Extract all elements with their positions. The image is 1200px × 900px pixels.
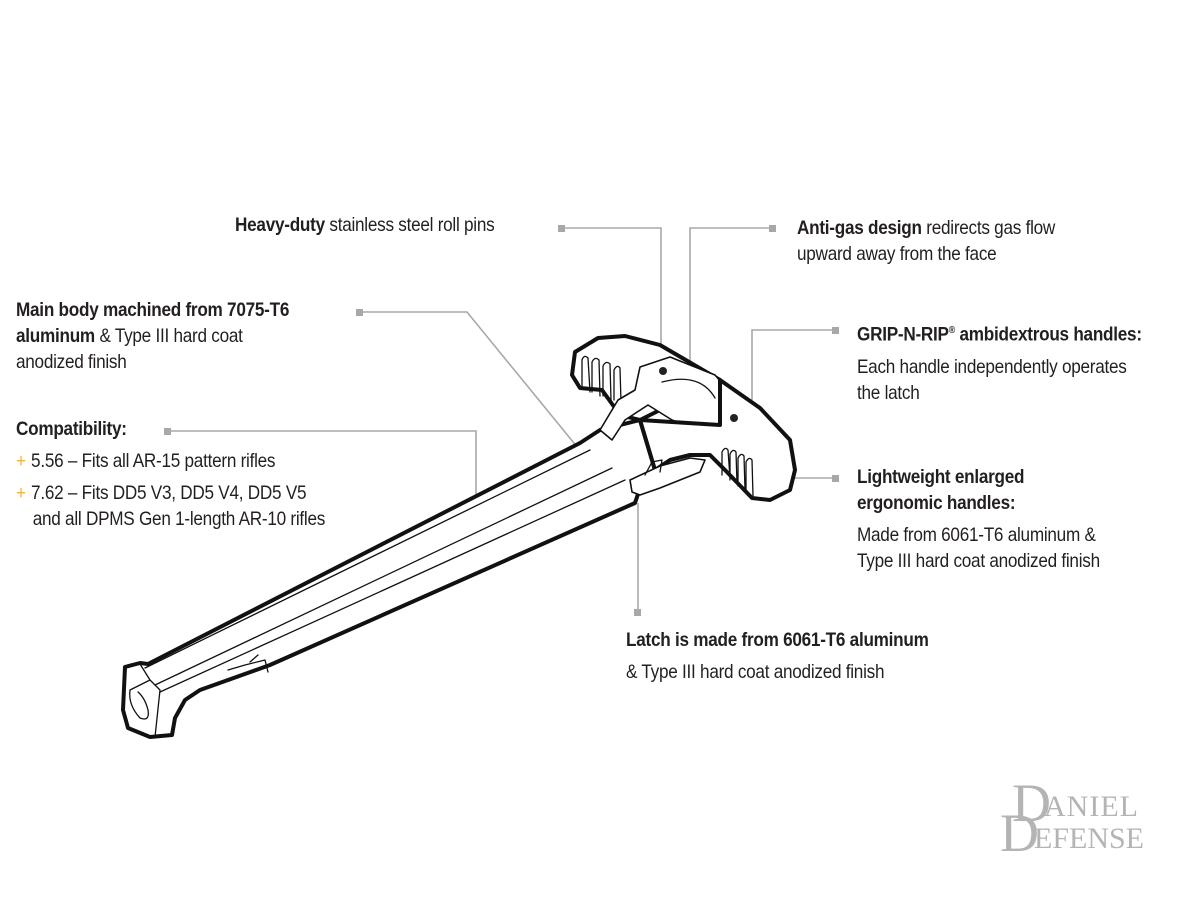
compatibility-item: +7.62 – Fits DD5 V3, DD5 V4, DD5 V5	[16, 480, 325, 506]
leader-roll-pins	[562, 227, 662, 375]
callout-anti-gas-line2: upward away from the face	[797, 243, 997, 265]
charging-handle	[121, 334, 797, 739]
lightweight-line4: Type III hard coat anodized finish	[857, 550, 1100, 572]
latch-line2: & Type III hard coat anodized finish	[626, 661, 885, 683]
latch-bold: Latch is made from 6061-T6 aluminum	[626, 629, 929, 651]
callout-grip-n-rip: GRIP-N-RIP® ambidextrous handles: Each h…	[857, 318, 1142, 406]
leader-grip-n-rip-marker	[832, 327, 839, 334]
leader-grip-n-rip	[751, 329, 835, 400]
shaft-tip-facet	[129, 663, 161, 738]
leader-compatibility-marker	[164, 428, 171, 435]
callout-latch: Latch is made from 6061-T6 aluminum & Ty…	[626, 627, 929, 685]
compatibility-item-text: 5.56 – Fits all AR-15 pattern rifles	[31, 450, 276, 472]
grip-n-rip-line2: Each handle independently operates	[857, 355, 1127, 378]
leader-lines	[164, 225, 839, 616]
logo-initial-bottom: D	[1000, 803, 1039, 863]
callout-roll-pins-text: stainless steel roll pins	[324, 214, 495, 236]
leader-anti-gas-marker	[769, 225, 776, 232]
lightweight-bold1: Lightweight enlarged	[857, 466, 1025, 488]
callout-roll-pins: Heavy-duty stainless steel roll pins	[235, 212, 495, 238]
logo-initial-top: D	[1012, 773, 1051, 833]
callout-roll-pins-bold: Heavy-duty	[235, 214, 325, 236]
callout-anti-gas-text: redirects gas flow	[921, 217, 1056, 239]
callout-anti-gas: Anti-gas design redirects gas flow upwar…	[797, 215, 1055, 267]
left-handle-grooves	[581, 355, 622, 403]
leader-roll-pins-marker	[558, 225, 565, 232]
callout-main-body-bold2: aluminum	[16, 325, 95, 347]
shaft-top-line	[144, 449, 591, 669]
callout-main-body-line3: anodized finish	[16, 351, 127, 373]
roll-pin-right	[730, 414, 738, 422]
callout-main-body: Main body machined from 7075-T6 aluminum…	[16, 297, 289, 375]
grip-n-rip-heading-rest: ambidextrous handles:	[954, 323, 1142, 346]
callout-main-body-bold1: Main body machined from 7075-T6	[16, 299, 290, 321]
daniel-defense-logo: D ANIEL D EFENSE	[1000, 776, 1182, 863]
latch	[629, 457, 706, 496]
leader-lightweight-marker	[832, 475, 839, 482]
plus-bullet-icon: +	[16, 482, 26, 504]
logo-word-daniel: ANIEL	[1044, 790, 1139, 823]
leader-anti-gas	[689, 227, 773, 400]
callout-compatibility: Compatibility: +5.56 – Fits all AR-15 pa…	[16, 416, 325, 532]
callout-anti-gas-bold: Anti-gas design	[797, 217, 922, 239]
logo-word-defense: EFENSE	[1034, 822, 1145, 855]
shaft-notch	[227, 654, 269, 673]
lightweight-bold2: ergonomic handles:	[857, 492, 1016, 514]
right-handle-grooves	[721, 447, 754, 497]
plus-bullet-icon: +	[16, 450, 26, 472]
shaft-body	[121, 418, 657, 739]
compatibility-item: +5.56 – Fits all AR-15 pattern rifles	[16, 448, 325, 474]
leader-main-body-marker	[356, 309, 363, 316]
shaft-channel-1	[154, 467, 613, 686]
grip-n-rip-brand: GRIP-N-RIP	[857, 323, 949, 346]
compatibility-item-text-line2: and all DPMS Gen 1-length AR-10 rifles	[32, 508, 326, 530]
right-handle	[638, 378, 797, 502]
compatibility-heading: Compatibility:	[16, 418, 127, 440]
leader-latch-marker	[634, 609, 641, 616]
roll-pin-left	[659, 367, 667, 375]
leader-main-body	[360, 311, 579, 449]
grip-n-rip-line3: the latch	[857, 381, 920, 404]
latch-detail	[644, 459, 663, 476]
callout-lightweight: Lightweight enlarged ergonomic handles: …	[857, 464, 1100, 574]
registered-mark: ®	[948, 325, 955, 336]
gas-deflector-arc	[661, 378, 716, 399]
compatibility-item-text: 7.62 – Fits DD5 V3, DD5 V4, DD5 V5	[31, 482, 307, 504]
leader-compatibility	[168, 430, 477, 500]
callout-main-body-text2: & Type III hard coat	[94, 325, 243, 347]
shaft-channel-2	[159, 479, 626, 693]
lightweight-line3: Made from 6061-T6 aluminum &	[857, 524, 1096, 546]
